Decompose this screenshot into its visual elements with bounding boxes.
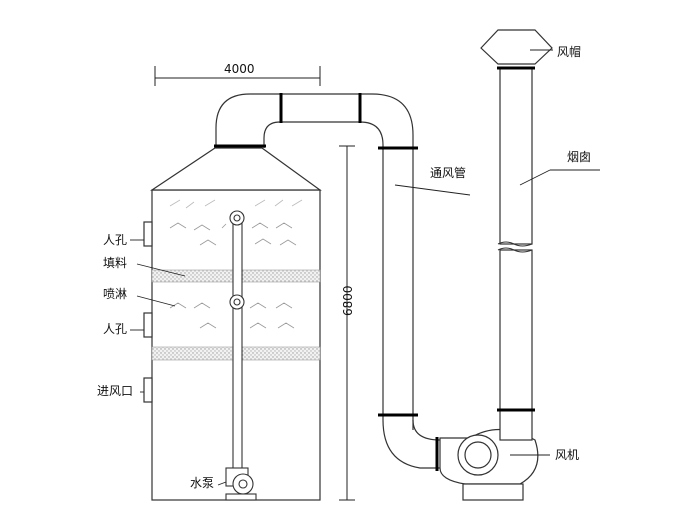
- fan-housing: [439, 428, 539, 501]
- rain-cap-label: 风帽: [557, 45, 582, 59]
- height-dimension-label: 6800: [341, 285, 355, 316]
- packing-label: 填料: [103, 256, 128, 270]
- duct-label: 通风管: [430, 166, 467, 180]
- fan-label: 风机: [555, 448, 580, 462]
- manhole-upper-port: [143, 221, 153, 247]
- chimney-label: 烟囱: [567, 150, 592, 164]
- width-dimension-label: 4000: [224, 62, 255, 76]
- manhole-lower-label: 人孔: [103, 322, 128, 336]
- spray-nozzles-upper: [169, 222, 297, 246]
- spray-mist-top: [169, 199, 303, 209]
- rain-cap: [480, 29, 553, 65]
- manhole-upper-label: 人孔: [103, 233, 128, 247]
- spray-label: 喷淋: [103, 287, 128, 301]
- air-inlet-label: 进风口: [97, 384, 134, 398]
- air-inlet-port: [143, 377, 153, 403]
- duct-flanges: [214, 93, 439, 471]
- height-dimension: [339, 145, 355, 501]
- chimney-stack: [499, 67, 533, 441]
- chimney-break: [497, 241, 533, 253]
- width-dimension: [154, 66, 321, 86]
- spray-nozzles-lower: [169, 302, 295, 329]
- chimney-flanges: [497, 66, 535, 412]
- manhole-lower-port: [143, 312, 153, 338]
- water-pump: [225, 467, 257, 501]
- water-pump-label: 水泵: [190, 476, 215, 490]
- leader-lines: [130, 49, 600, 486]
